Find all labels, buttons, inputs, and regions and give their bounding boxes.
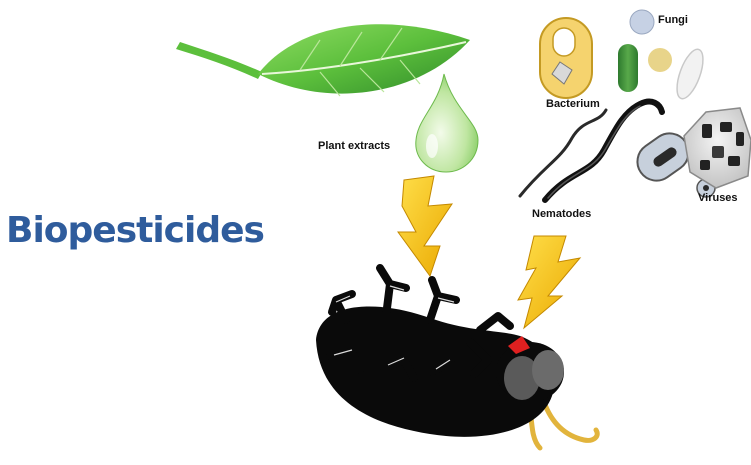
label-plant-extracts: Plant extracts (318, 140, 390, 152)
leaf-icon (176, 24, 470, 96)
droplet-icon (416, 74, 478, 172)
page-title: Biopesticides (6, 210, 264, 251)
insect-icon (316, 268, 597, 448)
label-fungi: Fungi (658, 14, 688, 26)
lightning-bolt-left-icon (398, 176, 452, 276)
label-nematodes: Nematodes (532, 208, 591, 220)
bacterium-icon (540, 18, 592, 98)
label-bacterium: Bacterium (546, 98, 600, 110)
lightning-bolt-right-icon (518, 236, 580, 328)
label-viruses: Viruses (698, 192, 738, 204)
virus-icon (684, 108, 751, 188)
